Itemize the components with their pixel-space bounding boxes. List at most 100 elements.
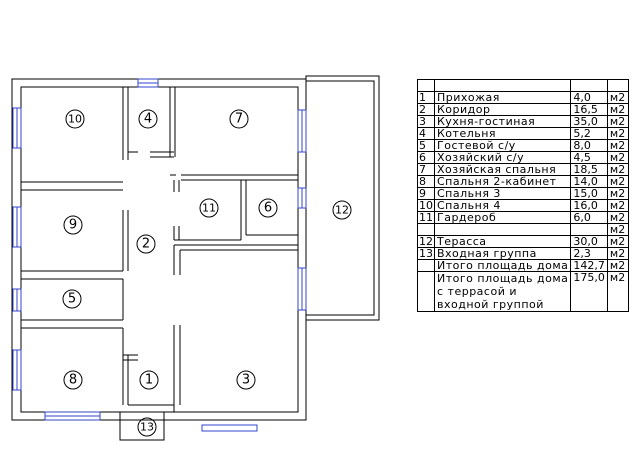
row-number: 10 <box>417 199 435 212</box>
room-label-4: 4 <box>144 112 152 127</box>
room-marker-5 <box>62 289 82 309</box>
row-number: 5 <box>417 139 435 152</box>
row-number: 1 <box>417 91 435 104</box>
total-row: Итого площадь дома с террасой и входной … <box>417 271 629 312</box>
area-unit: м2 <box>606 271 629 312</box>
terrace-outline-outer <box>305 75 380 321</box>
area-unit: м2 <box>606 163 629 176</box>
room-label-9: 9 <box>69 218 77 233</box>
room-marker-8 <box>63 370 83 390</box>
area-unit: м2 <box>606 115 629 128</box>
room-area: 16,5 <box>570 103 608 116</box>
room-label-3: 3 <box>242 373 250 388</box>
area-unit: м2 <box>606 91 629 104</box>
area-unit: м2 <box>606 259 629 272</box>
room-name: Гардероб <box>433 211 572 224</box>
floor-plan: 1 2 3 4 5 6 7 8 9 10 11 12 13 <box>11 75 380 441</box>
area-unit: м2 <box>606 103 629 116</box>
area-unit <box>606 79 629 92</box>
row-number: 12 <box>417 235 435 248</box>
window-bottom-2 <box>201 424 258 432</box>
entry-group-outline <box>119 411 165 441</box>
room-name <box>433 79 572 92</box>
room-area: 16,0 <box>570 199 608 212</box>
room-name: Спальня 3 <box>433 187 572 200</box>
total-area: 175,0 <box>570 271 608 312</box>
room-marker-11 <box>199 198 219 218</box>
room-label-12: 12 <box>335 204 349 217</box>
room-marker-9 <box>63 215 83 235</box>
room-area: 8,0 <box>570 139 608 152</box>
room-label-5: 5 <box>68 292 76 307</box>
area-unit: м2 <box>606 127 629 140</box>
room-area <box>570 79 608 92</box>
row-number: 9 <box>417 187 435 200</box>
area-unit: м2 <box>606 151 629 164</box>
row-number: 8 <box>417 175 435 188</box>
row-number: 6 <box>417 151 435 164</box>
area-unit: м2 <box>606 187 629 200</box>
terrace-outline-inner <box>305 80 375 316</box>
room-name: Итого площадь дома <box>433 259 572 272</box>
area-unit: м2 <box>606 199 629 212</box>
row-number: 13 <box>417 247 435 260</box>
room-area: 15,0 <box>570 187 608 200</box>
room-area: 30,0 <box>570 235 608 248</box>
area-unit: м2 <box>606 211 629 224</box>
room-name: Хозяйский с/у <box>433 151 572 164</box>
area-unit: м2 <box>606 139 629 152</box>
room-marker-6 <box>258 198 278 218</box>
row-number: 4 <box>417 127 435 140</box>
room-area: 35,0 <box>570 115 608 128</box>
row-number <box>417 79 435 92</box>
table-row <box>417 79 629 92</box>
room-marker-13 <box>137 417 157 437</box>
room-marker-10 <box>65 109 85 129</box>
room-name: Котельня <box>433 127 572 140</box>
room-name: Гостевой с/у <box>433 139 572 152</box>
room-area: 4,5 <box>570 151 608 164</box>
room-label-2: 2 <box>142 237 150 252</box>
room-name <box>433 223 572 236</box>
room-area: 2,3 <box>570 247 608 260</box>
room-marker-1 <box>139 370 159 390</box>
room-label-6: 6 <box>264 201 272 216</box>
table-row: м2 <box>417 223 629 236</box>
area-unit: м2 <box>606 175 629 188</box>
row-number <box>417 259 435 272</box>
room-marker-4 <box>138 109 158 129</box>
area-unit: м2 <box>606 223 629 236</box>
row-number <box>417 223 435 236</box>
row-number: 7 <box>417 163 435 176</box>
row-number: 3 <box>417 115 435 128</box>
room-name: Хозяйская спальня <box>433 163 572 176</box>
row-number <box>417 271 435 312</box>
area-unit: м2 <box>606 247 629 260</box>
room-area: 6,0 <box>570 211 608 224</box>
room-name: Прихожая <box>433 91 572 104</box>
room-marker-3 <box>236 370 256 390</box>
room-area: 5,2 <box>570 127 608 140</box>
room-label-1: 1 <box>145 373 153 388</box>
area-unit: м2 <box>606 235 629 248</box>
room-label-8: 8 <box>69 373 77 388</box>
room-name: Спальня 2-кабинет <box>433 175 572 188</box>
total-label: Итого площадь дома с террасой и входной … <box>433 271 572 312</box>
room-area <box>570 223 608 236</box>
room-area: 14,0 <box>570 175 608 188</box>
